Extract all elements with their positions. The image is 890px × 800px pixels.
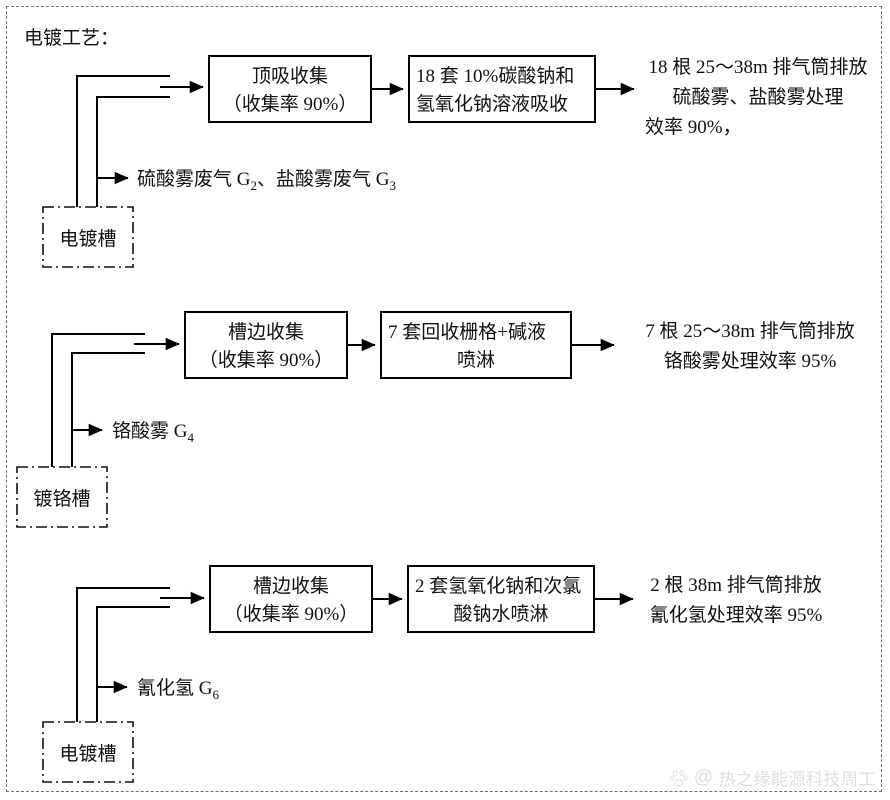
treat-box-row3-line1: 2 套氢氧化钠和次氯 <box>415 575 581 597</box>
watermark-text: 热之缘能源科技周工 <box>718 770 876 789</box>
page-title: 电镀工艺： <box>24 27 119 49</box>
tank-box-row1 <box>42 206 134 268</box>
treat-box-row2-line2: 喷淋 <box>457 349 495 371</box>
watermark: @ 热之缘能源科技周工 <box>669 765 876 790</box>
collect-box-row2-line1: 槽边收集 <box>228 321 304 343</box>
outcome-row2-line1: 7 根 25～38m 排气筒排放 <box>645 320 855 342</box>
row-cyanide: 电镀槽 氰化氢 G6 槽边收集 （收集率 90%） 2 套氢氧化钠和次氯 酸钠水… <box>42 565 823 783</box>
tank-label-row2: 镀铬槽 <box>33 488 90 510</box>
baidu-paw-icon <box>669 768 689 788</box>
outcome-row3-line1: 2 根 38m 排气筒排放 <box>650 574 822 596</box>
treat-box-row3 <box>407 565 595 633</box>
collect-box-row1-line2: （收集率 90%） <box>223 93 358 115</box>
outcome-row1-line3: 效率 90%， <box>645 116 742 138</box>
branch-label-row1: 硫酸雾废气 G2、盐酸雾废气 G3 <box>137 168 396 193</box>
outcome-row2-line2: 铬酸雾处理效率 95% <box>664 350 837 372</box>
collect-box-row3-line2: （收集率 90%） <box>224 603 359 625</box>
collect-box-row3 <box>209 565 373 633</box>
outcome-row1-line1: 18 根 25～38m 排气筒排放 <box>648 56 867 78</box>
outcome-row3-line2: 氰化氢处理效率 95% <box>650 604 823 626</box>
treat-box-row2-line1: 7 套回收栅格+碱液 <box>388 321 546 343</box>
watermark-at: @ <box>693 767 714 788</box>
branch-label-row3: 氰化氢 G6 <box>137 677 219 702</box>
treat-box-row1-line2: 氢氧化钠溶液吸收 <box>416 93 568 115</box>
collect-box-row3-line1: 槽边收集 <box>253 575 329 597</box>
treat-box-row3-line2: 酸钠水喷淋 <box>453 603 548 625</box>
connector-row3-outer-riser <box>76 587 170 722</box>
collect-box-row1 <box>208 55 372 123</box>
branch-label-row2: 铬酸雾 G4 <box>112 420 194 445</box>
tank-box-row2 <box>16 466 108 528</box>
outcome-row1-line2: 硫酸雾、盐酸雾处理 <box>672 86 843 108</box>
treat-box-row1 <box>408 55 596 123</box>
connector-row3-inner-riser <box>96 606 170 722</box>
connector-row1-inner-riser <box>96 96 170 207</box>
collect-box-row2 <box>184 311 348 379</box>
collect-box-row1-line1: 顶吸收集 <box>252 65 328 87</box>
row-sulfuric-hydrochloric: 电镀槽 硫酸雾废气 G2、盐酸雾废气 G3 顶吸收集 （收集率 90%） 18 … <box>42 55 868 268</box>
tank-label-row3: 电镀槽 <box>59 743 116 765</box>
tank-label-row1: 电镀槽 <box>59 228 116 250</box>
connector-row1-outer-riser <box>76 75 170 207</box>
connector-row2-inner-riser <box>71 352 145 467</box>
collect-box-row2-line2: （收集率 90%） <box>199 349 334 371</box>
row-chromic: 镀铬槽 铬酸雾 G4 槽边收集 （收集率 90%） 7 套回收栅格+碱液 喷淋 … <box>16 311 855 528</box>
connector-row2-outer-riser <box>51 333 145 467</box>
treat-box-row1-line1: 18 套 10%碳酸钠和 <box>416 65 574 87</box>
tank-box-row3 <box>42 721 134 783</box>
